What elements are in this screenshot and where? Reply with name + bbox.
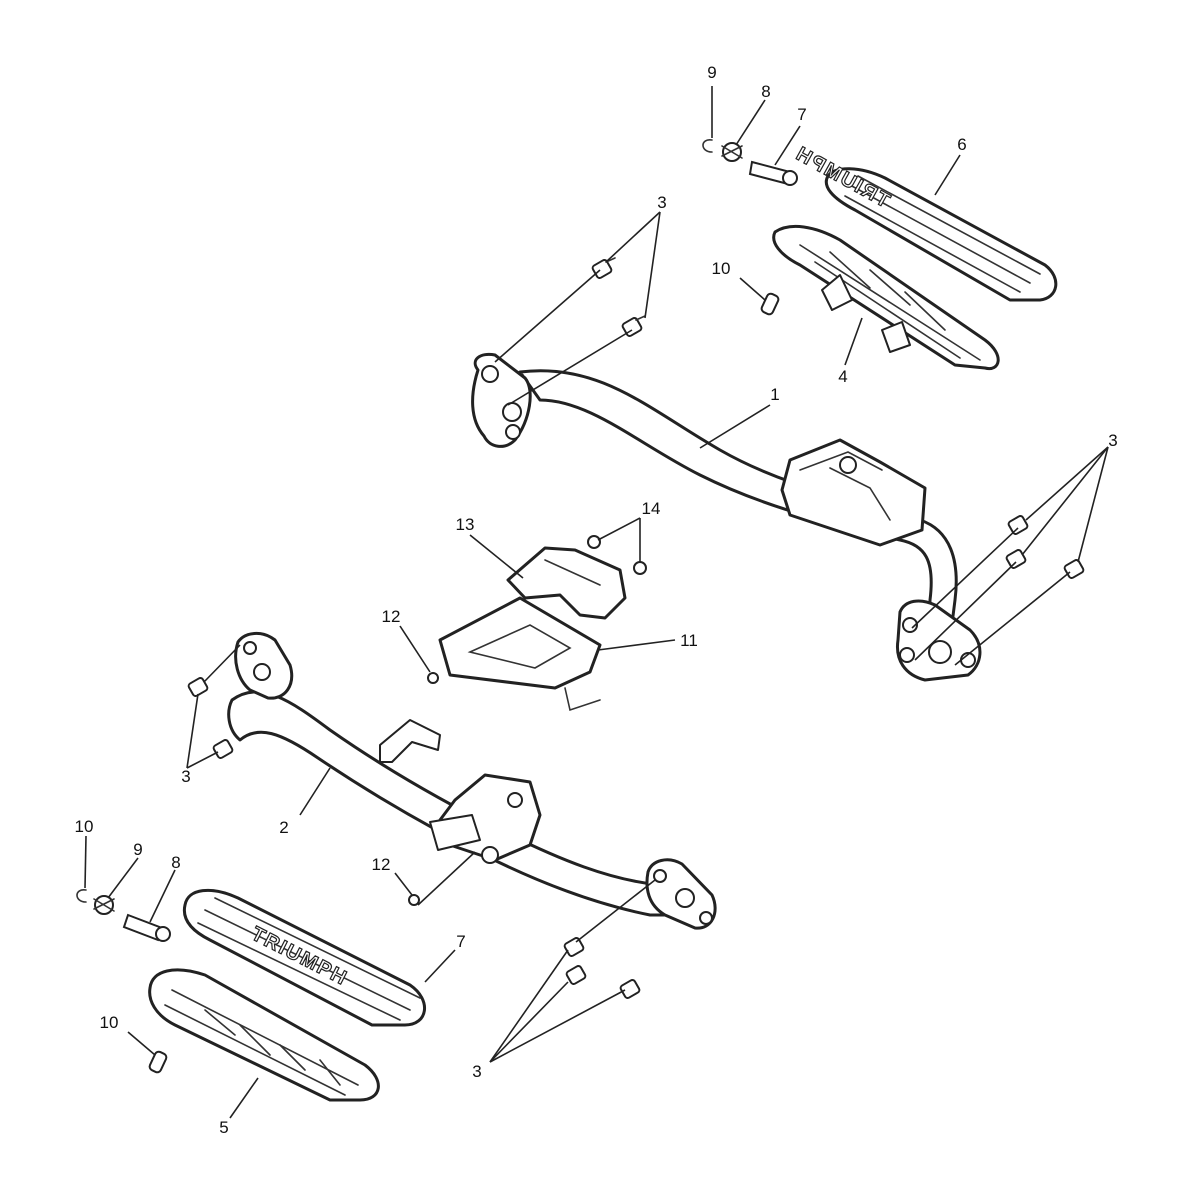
callout-10: 10 bbox=[100, 1013, 119, 1032]
callout-3: 3 bbox=[181, 767, 190, 786]
bolt-icon bbox=[591, 257, 616, 279]
part-4-upper-footboard-base bbox=[772, 225, 1000, 371]
callout-6: 6 bbox=[957, 135, 966, 154]
callout-4: 4 bbox=[838, 367, 847, 386]
bolt-icon bbox=[187, 677, 209, 697]
pin-icon bbox=[760, 292, 780, 316]
bolt-icon bbox=[621, 315, 646, 337]
callout-9: 10 bbox=[75, 817, 94, 836]
bolt-icon bbox=[619, 979, 641, 999]
callout-labels: 9 8 7 6 3 10 4 1 3 13 14 12 11 3 2 10 9 … bbox=[75, 63, 1118, 1137]
bolt-icon bbox=[1007, 515, 1029, 535]
callout-13: 13 bbox=[456, 515, 475, 534]
part-11-plate bbox=[438, 596, 602, 712]
part-2-lower-footrest-bar bbox=[227, 632, 717, 930]
clevis-pin-icon bbox=[748, 160, 798, 186]
callout-8: 8 bbox=[761, 82, 770, 101]
callout-2: 2 bbox=[279, 818, 288, 837]
bolt-icon bbox=[212, 739, 234, 759]
bolt-icon bbox=[1063, 559, 1085, 579]
callout-12: 12 bbox=[382, 607, 401, 626]
callout-8: 9 bbox=[133, 840, 142, 859]
callout-10: 10 bbox=[712, 259, 731, 278]
callout-11: 11 bbox=[680, 631, 698, 650]
callout-3: 3 bbox=[472, 1062, 481, 1081]
screw-icon bbox=[408, 894, 420, 906]
part-5-lower-footboard-base bbox=[148, 968, 380, 1102]
callout-3: 3 bbox=[1108, 431, 1117, 450]
callout-7: 7 bbox=[797, 105, 806, 124]
bolt-icon bbox=[563, 937, 585, 957]
part-1-upper-footrest-bar bbox=[471, 352, 982, 682]
bolt-icon bbox=[1005, 549, 1027, 569]
clip-icon bbox=[76, 889, 87, 903]
callout-6: 7 bbox=[456, 932, 465, 951]
callout-7: 8 bbox=[171, 853, 180, 872]
screw-icon bbox=[427, 672, 439, 684]
clip-icon bbox=[702, 139, 713, 153]
fasteners bbox=[76, 139, 1085, 1074]
callout-5: 5 bbox=[219, 1118, 228, 1137]
spring-icon bbox=[93, 895, 115, 915]
screw-icon bbox=[633, 561, 647, 575]
clevis-pin-icon bbox=[122, 913, 171, 942]
spring-icon bbox=[721, 142, 743, 162]
callout-14: 14 bbox=[642, 499, 661, 518]
callout-1: 1 bbox=[770, 385, 779, 404]
callout-12: 12 bbox=[372, 855, 391, 874]
screw-icon bbox=[587, 535, 601, 549]
pin-icon bbox=[148, 1050, 168, 1074]
part-13-cover bbox=[506, 546, 627, 620]
callout-3: 3 bbox=[657, 193, 666, 212]
callout-9: 9 bbox=[707, 63, 716, 82]
bolt-icon bbox=[565, 965, 587, 985]
leader-lines bbox=[84, 86, 1109, 1119]
